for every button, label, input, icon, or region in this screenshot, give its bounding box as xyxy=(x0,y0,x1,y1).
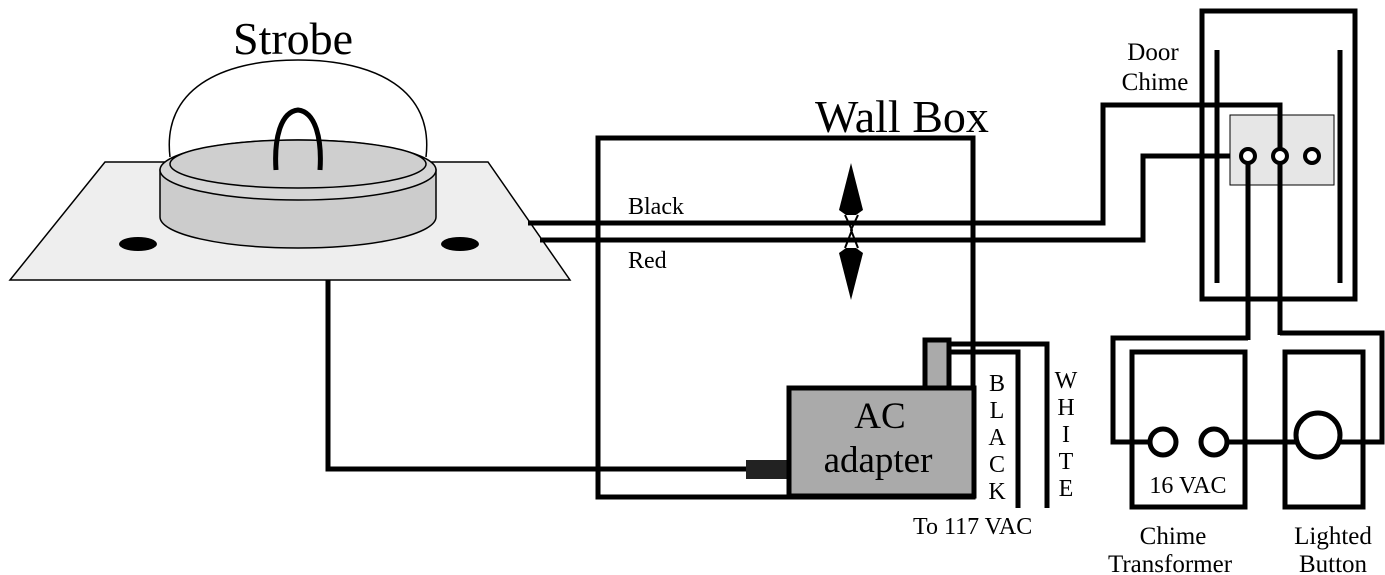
lighted-button-box xyxy=(1282,349,1366,510)
door-chime-label-line1: Door xyxy=(1127,39,1179,66)
chime-terminal-1 xyxy=(1239,147,1257,165)
chime-transformer-label-line2: Transformer xyxy=(1108,551,1233,575)
adapter-label-line2: adapter xyxy=(824,440,933,481)
adapter-body xyxy=(786,385,977,499)
wire-passthrough-pinch xyxy=(844,214,859,249)
chime-transformer-box xyxy=(1129,349,1248,510)
black-vertical-letter: K xyxy=(988,479,1006,505)
adapter-output-wire xyxy=(325,280,748,472)
transformer-and-button: 16 VAC Chime Transformer Lighted Button xyxy=(1108,330,1385,575)
chime-transformer-label-line1: Chime xyxy=(1140,523,1207,550)
transformer-terminal-left xyxy=(1147,426,1179,458)
black-vertical-letter: L xyxy=(990,398,1005,424)
lighted-button-label-line1: Lighted xyxy=(1294,523,1372,550)
chime-terminal-2 xyxy=(1271,147,1289,165)
white-vertical-letter: H xyxy=(1057,395,1074,421)
strobe-mount-hole-left xyxy=(119,237,157,251)
wire-passthrough-upper-arrow xyxy=(839,163,863,215)
strobe-flash-tube xyxy=(273,107,323,171)
white-vertical-letter: T xyxy=(1059,449,1074,475)
adapter-cord-strain-relief xyxy=(922,337,952,391)
black-vertical-letter: B xyxy=(989,371,1005,397)
button-feed-wire xyxy=(1280,330,1385,445)
strobe-base-inner-rim xyxy=(169,139,427,189)
wall-box: Wall Box xyxy=(595,91,989,500)
red-wire-label: Red xyxy=(628,248,667,274)
mains-white-wire xyxy=(949,341,1050,508)
lighted-button-circle xyxy=(1293,410,1343,460)
wall-box-outline xyxy=(595,135,976,500)
black-vertical-label: B L A C K xyxy=(988,371,1006,505)
transformer-feed-wire xyxy=(1110,335,1248,445)
strobe-dome xyxy=(168,59,428,158)
adapter-barrel-plug xyxy=(746,460,790,479)
ac-adapter: AC adapter B L A C K W H I T E To 117 VA… xyxy=(325,280,1078,540)
lighted-button-label-line2: Button xyxy=(1299,551,1368,575)
white-vertical-letter: E xyxy=(1059,476,1074,502)
wire-passthrough-lower-arrow xyxy=(839,248,863,300)
door-chime-label-line2: Chime xyxy=(1122,69,1189,96)
black-vertical-letter: A xyxy=(988,425,1006,451)
door-chime: Door Chime xyxy=(1122,8,1358,340)
to-117-vac-label: To 117 VAC xyxy=(913,514,1032,540)
transformer-terminal-right xyxy=(1198,426,1230,458)
red-wire xyxy=(540,153,1248,243)
strobe-mount-hole-right xyxy=(441,237,479,251)
white-vertical-letter: I xyxy=(1062,422,1070,448)
white-vertical-letter: W xyxy=(1055,368,1078,394)
black-wire-label: Black xyxy=(628,194,684,220)
black-vertical-letter: C xyxy=(989,452,1005,478)
mains-black-wire xyxy=(949,349,1021,508)
wall-box-label: Wall Box xyxy=(815,91,989,142)
strobe: Strobe xyxy=(8,13,572,281)
adapter-label-line1: AC xyxy=(854,396,905,437)
vac-16-label: 16 VAC xyxy=(1149,473,1226,499)
chime-terminal-3 xyxy=(1303,147,1321,165)
strobe-label: Strobe xyxy=(233,13,353,64)
white-vertical-label: W H I T E xyxy=(1055,368,1078,502)
